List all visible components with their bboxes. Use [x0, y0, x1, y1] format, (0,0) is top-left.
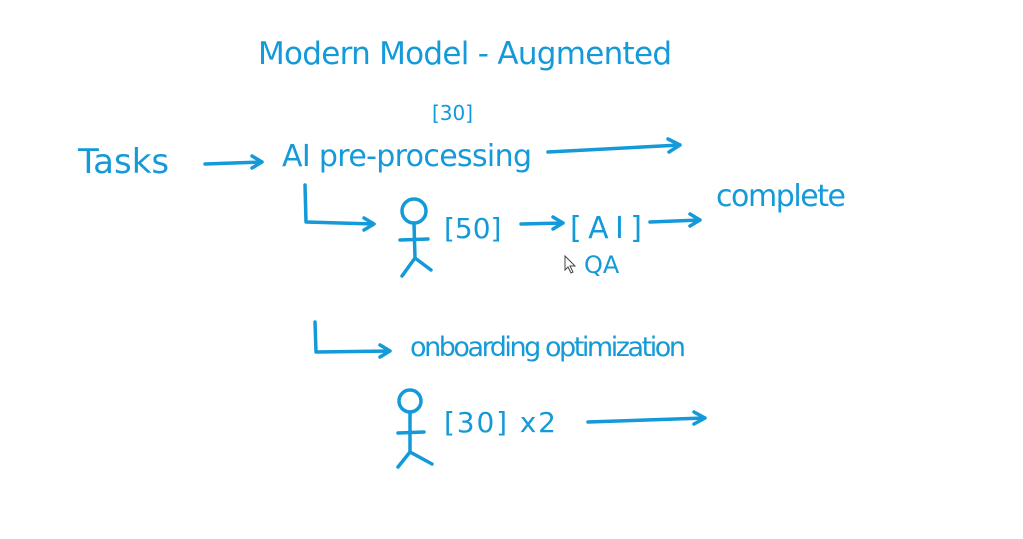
arrow-onboarding-out — [586, 410, 707, 426]
arrow-to-complete — [648, 212, 702, 228]
branch-arrow-human — [303, 183, 376, 232]
preprocessing-count: [30] — [432, 101, 473, 125]
complete-label: complete — [716, 179, 846, 214]
ai-box: [AI] — [570, 211, 642, 246]
arrow-to-ai-qa — [519, 215, 565, 231]
onboarding-count: [30] x2 — [444, 406, 556, 439]
onboarding-label: onboarding optimization — [410, 332, 686, 363]
person-icon — [398, 197, 433, 278]
qa-label: QA — [584, 251, 620, 279]
tasks-label: Tasks — [77, 142, 169, 182]
arrow-preprocessing-out — [546, 137, 682, 154]
branch-arrow-onboarding — [313, 320, 392, 359]
mouse-cursor-icon — [564, 254, 577, 274]
preprocessing-label: AI pre-processing — [282, 139, 532, 174]
arrow-tasks-to-ai — [203, 154, 264, 170]
diagram-title: Modern Model - Augmented — [258, 36, 672, 72]
person-icon — [396, 388, 434, 469]
worker-count: [50] — [444, 212, 501, 245]
